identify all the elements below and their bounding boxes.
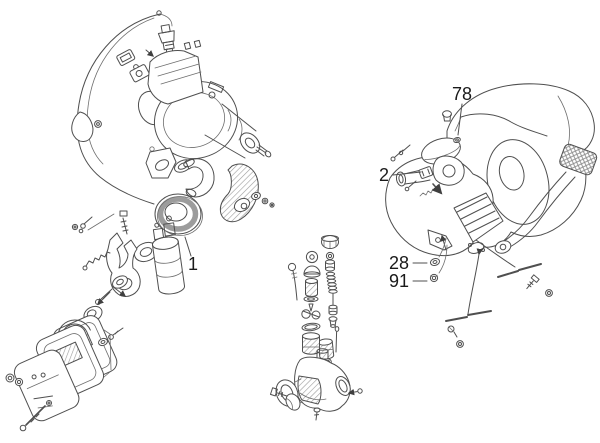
cowl-plate-front [13, 349, 80, 422]
cable-grommet [94, 120, 102, 128]
long-screw [19, 400, 52, 432]
end-cap [285, 393, 301, 411]
carb-top-dome [303, 265, 321, 278]
drain-screw [313, 407, 321, 421]
callout-label-1: 1 [188, 254, 198, 274]
hex-nut-pair [5, 373, 24, 387]
spacer-washers [251, 191, 275, 208]
main-jet [328, 304, 338, 316]
idle-screw-head [305, 250, 319, 264]
output-shaft [204, 103, 272, 159]
sealing-washer-78 [453, 136, 461, 144]
clutch-fork-lever [106, 232, 141, 297]
atomizer-sleeve [317, 338, 335, 360]
mount-screw [95, 288, 113, 305]
fastener-indicators [429, 234, 553, 348]
junction-switch-2 [129, 64, 150, 83]
leader-line-2 [392, 171, 422, 176]
kickstart-lever [494, 143, 598, 254]
washer-top [112, 275, 128, 289]
assembly-arrow-up [440, 234, 447, 251]
cable-boot [71, 111, 94, 142]
oil-pump [133, 215, 185, 295]
gearbox-housing [137, 39, 239, 159]
washer [303, 295, 319, 303]
indicator-line-vertical [467, 248, 483, 315]
cylinder-fins [453, 192, 504, 243]
carburettor-body [275, 348, 363, 421]
clutch-and-pump-group [71, 193, 203, 305]
side-bolt [108, 327, 124, 340]
bowl-gasket [301, 322, 321, 332]
flanged-nut [98, 337, 108, 347]
spring [85, 251, 111, 267]
indicator-line-curved [475, 239, 516, 268]
exhaust-flange [145, 147, 177, 179]
coil-spring [325, 271, 338, 294]
bolt-below-right [526, 274, 540, 290]
small-screw [71, 216, 93, 234]
engine-carburettor [390, 137, 465, 197]
side-screw [347, 388, 363, 396]
nut-below [456, 340, 464, 348]
pin-lead-line [87, 213, 115, 231]
flanged-nut-28 [429, 258, 441, 266]
banjo-bolt [269, 387, 288, 397]
position-crossbar-2 [497, 263, 542, 278]
spacer [325, 259, 335, 272]
cowling-plate-stack [5, 275, 128, 432]
carb-cap-knurled [321, 235, 339, 249]
junction-switch [116, 49, 136, 66]
callout-label-28: 28 [389, 253, 409, 273]
float-assembly [301, 309, 321, 320]
needle-jet [328, 316, 338, 328]
leader-line-1 [184, 236, 192, 257]
manifold-clamp [418, 166, 434, 179]
callouts [184, 103, 463, 282]
float-needle [308, 303, 314, 312]
small-cap [442, 110, 452, 122]
drive-unit-assembly [71, 10, 275, 223]
leader-line-78 [457, 103, 463, 136]
throttle-slide [305, 278, 318, 297]
nut [325, 251, 335, 261]
carburettor-exploded [269, 235, 363, 421]
stud-screw [119, 210, 129, 235]
control-cable-inner [86, 17, 155, 165]
callout-label-2: 2 [379, 165, 389, 185]
callout-label-78: 78 [452, 84, 472, 104]
callout-label-91: 91 [389, 271, 409, 291]
assembly-arrow [97, 291, 111, 305]
float-bowl [302, 332, 320, 355]
choke-needle [287, 262, 298, 301]
jet-needle [334, 326, 340, 353]
position-crossbar [445, 310, 492, 322]
engine-assembly-right [385, 83, 598, 257]
lock-nut-91 [429, 273, 439, 283]
screw-below [447, 325, 458, 338]
exhaust-elbow [185, 158, 215, 198]
heat-shield [219, 163, 259, 223]
cylinder-block [147, 50, 204, 105]
nut-below-right [545, 289, 553, 297]
